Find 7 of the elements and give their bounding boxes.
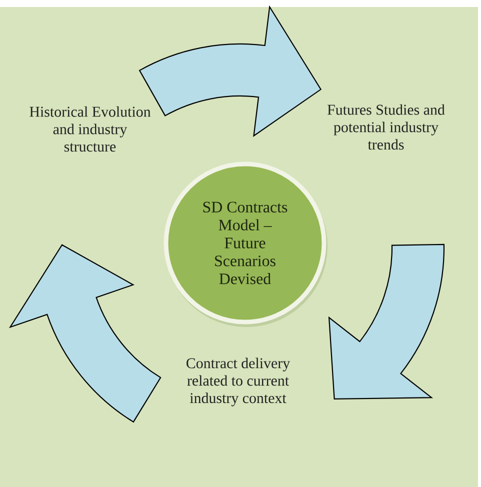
- circle-node: SD Contracts Model – Future Scenarios Devised: [164, 162, 328, 327]
- curved-block-arrow: [139, 6, 322, 136]
- curved-block-arrow: [328, 244, 445, 400]
- text-label: Contract delivery related to current industry context: [186, 358, 290, 406]
- text-label: Futures Studies and potential industry trends: [328, 104, 445, 150]
- text-label: Historical Evolution and industry structure: [30, 106, 151, 152]
- curved-block-arrow: [10, 244, 162, 422]
